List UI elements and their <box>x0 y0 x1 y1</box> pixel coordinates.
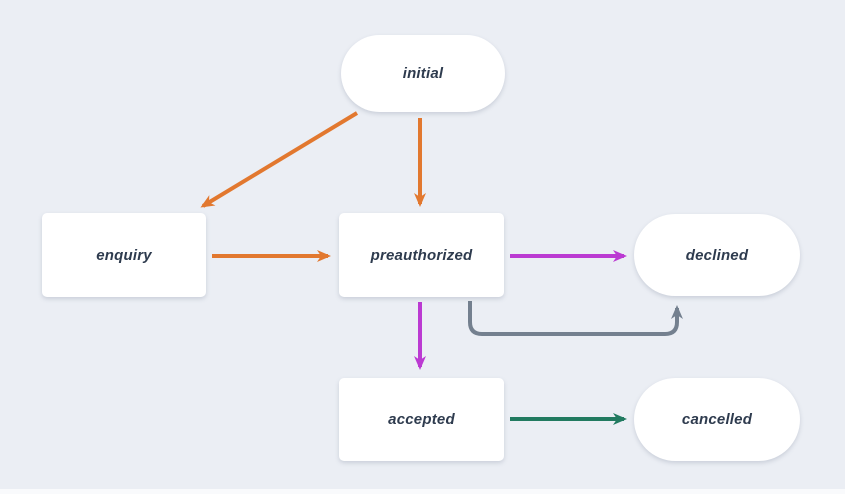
bottom-edge-strip <box>0 489 845 494</box>
edge-initial-to-enquiry <box>200 111 359 208</box>
edge-preauthorized-to-declined-uturn <box>468 301 683 336</box>
state-node-cancelled: cancelled <box>634 378 800 461</box>
state-node-initial: initial <box>341 35 505 112</box>
state-label-enquiry: enquiry <box>96 246 152 264</box>
state-label-cancelled: cancelled <box>681 411 753 428</box>
state-node-declined: declined <box>634 214 800 296</box>
state-label-accepted: accepted <box>388 411 455 428</box>
state-label-preauthorized: preauthorized <box>370 246 473 264</box>
state-label-declined: declined <box>685 246 749 264</box>
state-node-preauthorized: preauthorized <box>339 213 504 297</box>
state-node-accepted: accepted <box>339 378 504 461</box>
state-label-initial: initial <box>402 65 444 82</box>
state-node-enquiry: enquiry <box>42 213 206 297</box>
